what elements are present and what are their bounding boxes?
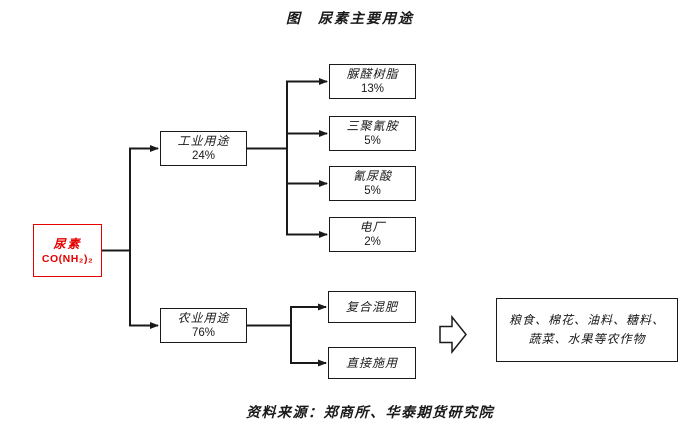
node-pct: 76% <box>191 327 216 339</box>
node-power-plant: 电厂 2% <box>329 217 416 252</box>
node-pct: 2% <box>364 236 381 248</box>
node-label: 电厂 <box>359 220 386 234</box>
node-agricultural-use: 农业用途 76% <box>160 308 247 343</box>
node-label: 复合混肥 <box>345 299 398 314</box>
urea-formula: CO(NH₂)₂ <box>41 252 94 265</box>
node-urea: 尿素 CO(NH₂)₂ <box>33 224 102 277</box>
node-direct-application: 直接施用 <box>328 347 416 379</box>
node-label: 脲醛树脂 <box>346 67 399 81</box>
page-title: 图 尿素主要用途 <box>286 12 414 27</box>
node-uf-resin: 脲醛树脂 13% <box>329 64 416 99</box>
node-label: 粮食、棉花、油料、糖料、蔬菜、水果等农作物 <box>509 313 666 346</box>
node-label: 农业用途 <box>177 311 230 325</box>
node-pct: 24% <box>191 150 216 162</box>
node-compound-fertilizer: 复合混肥 <box>328 291 416 323</box>
urea-name: 尿素 <box>53 236 82 251</box>
node-label: 直接施用 <box>345 355 398 370</box>
node-label: 氰尿酸 <box>352 169 392 183</box>
node-pct: 5% <box>364 185 381 197</box>
node-label: 三聚氰胺 <box>346 119 399 133</box>
block-arrow-icon <box>439 314 467 355</box>
node-crops-result: 粮食、棉花、油料、糖料、蔬菜、水果等农作物 <box>496 298 678 362</box>
node-industrial-use: 工业用途 24% <box>160 131 247 166</box>
source-note: 资料来源：郑商所、华泰期货研究院 <box>246 406 494 421</box>
node-melamine: 三聚氰胺 5% <box>329 116 416 151</box>
node-pct: 5% <box>364 135 381 147</box>
node-pct: 13% <box>360 83 385 95</box>
node-cyanuric-acid: 氰尿酸 5% <box>329 166 416 201</box>
node-label: 工业用途 <box>177 134 230 148</box>
